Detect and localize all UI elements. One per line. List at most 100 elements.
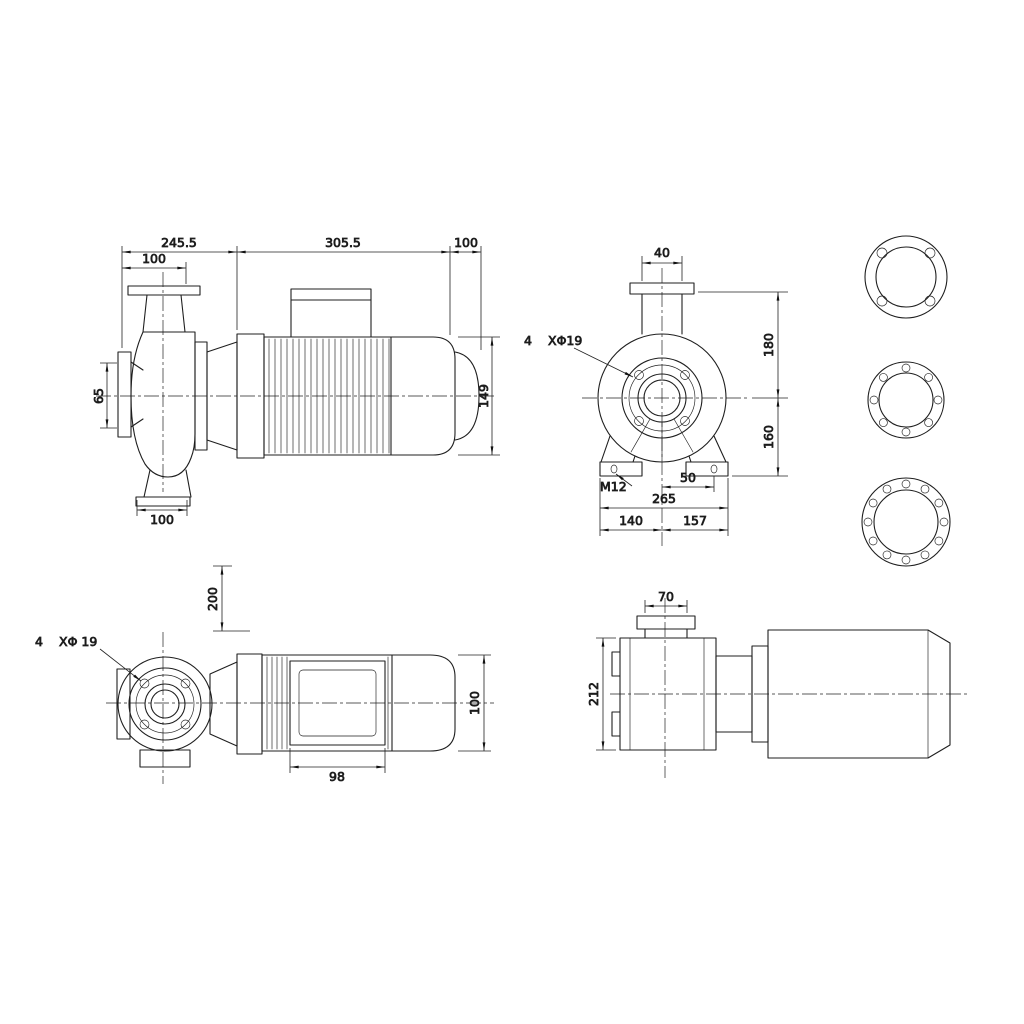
thread-label: M12 bbox=[600, 479, 627, 494]
dim-rear-clearance: 100 bbox=[450, 235, 482, 350]
counterflange-views bbox=[861, 235, 951, 567]
flange-tabs bbox=[611, 651, 621, 737]
cooling-fins bbox=[266, 656, 389, 750]
foot-legs bbox=[600, 435, 727, 463]
foot-thread-callout: M12 bbox=[600, 473, 633, 494]
dim-label: 212 bbox=[586, 682, 601, 706]
bolt-hole bbox=[680, 416, 690, 426]
bolt-hole-callout: 4 XΦ 19 bbox=[35, 634, 142, 682]
dim-label: 160 bbox=[761, 425, 776, 449]
dim-label: 100 bbox=[150, 512, 174, 527]
suction-flange bbox=[117, 351, 132, 438]
callout-size: XΦ19 bbox=[548, 333, 582, 348]
discharge-flange bbox=[629, 282, 695, 295]
foot-legs bbox=[143, 469, 192, 498]
dim-discharge-bore: 40 bbox=[641, 245, 683, 281]
callout-qty: 4 bbox=[524, 333, 532, 348]
pump-outline bbox=[116, 653, 456, 768]
flange-12-hole bbox=[861, 477, 951, 567]
motor-stator bbox=[261, 654, 393, 752]
casing-faces bbox=[629, 637, 705, 751]
bolt-hole bbox=[634, 416, 644, 426]
cooling-fins bbox=[268, 338, 390, 454]
dim-suction-bore: 65 bbox=[91, 362, 117, 429]
foot-slot-right bbox=[710, 464, 718, 474]
volute-casing bbox=[619, 637, 717, 751]
dim-foot-length: 100 bbox=[136, 500, 188, 527]
terminal-box bbox=[289, 660, 386, 746]
bolt-hole bbox=[180, 678, 191, 689]
bolt-hole-callout: 4 XΦ19 bbox=[524, 333, 634, 378]
plan-view: 70 212 bbox=[586, 589, 968, 778]
suction-neck bbox=[644, 628, 688, 639]
foot-pad-left bbox=[599, 461, 643, 477]
dim-vertical-offset: 200 bbox=[205, 565, 250, 632]
bolt-hole bbox=[680, 370, 690, 380]
pump-outline bbox=[117, 285, 480, 507]
top-view: 200 4 XΦ 19 98 100 bbox=[35, 565, 494, 784]
bore-inner bbox=[150, 689, 180, 719]
dim-motor-height: 149 bbox=[458, 336, 500, 456]
dim-label: 140 bbox=[619, 513, 643, 528]
fan-cover bbox=[390, 336, 456, 456]
dim-above-centerline: 180 bbox=[698, 291, 788, 399]
bore-inner bbox=[643, 379, 681, 417]
bolt-hole bbox=[139, 678, 150, 689]
discharge-flange-od bbox=[128, 667, 202, 741]
discharge-neck bbox=[142, 294, 186, 333]
casing-ribs bbox=[630, 418, 694, 461]
dim-label: 40 bbox=[654, 245, 670, 260]
flange-8-hole bbox=[867, 361, 945, 439]
dim-label: 180 bbox=[761, 333, 776, 357]
dim-label: 265 bbox=[652, 491, 676, 506]
bolt-hole bbox=[180, 719, 191, 730]
dim-label: 100 bbox=[467, 691, 482, 715]
volute-outer bbox=[117, 656, 213, 752]
suction-flange bbox=[636, 615, 696, 630]
end-view: 40 4 XΦ19 180 160 M12 50 bbox=[524, 245, 788, 546]
motor-flange bbox=[236, 653, 263, 755]
fan-cowl bbox=[454, 351, 480, 441]
casing-outline bbox=[597, 282, 729, 477]
dim-overall-width: 212 bbox=[586, 637, 616, 751]
dim-foot-right: 157 bbox=[662, 513, 728, 532]
terminal-box bbox=[290, 288, 372, 338]
lantern-bracket bbox=[209, 661, 238, 747]
dim-foot-left: 140 bbox=[600, 513, 662, 532]
dim-label: 100 bbox=[142, 251, 166, 266]
dim-label: 200 bbox=[205, 587, 220, 611]
foot-pad bbox=[135, 496, 191, 507]
dim-label: 305.5 bbox=[325, 235, 361, 250]
dim-label: 70 bbox=[658, 589, 674, 604]
callout-size: XΦ 19 bbox=[59, 634, 97, 649]
discharge-flange bbox=[127, 285, 201, 296]
dim-suction-bore: 70 bbox=[644, 589, 688, 613]
bolt-hole bbox=[634, 370, 644, 380]
dim-flange-offset: 100 bbox=[122, 251, 187, 284]
bore-outer bbox=[144, 683, 186, 725]
dim-label: 245.5 bbox=[161, 235, 197, 250]
volute-outer bbox=[597, 333, 727, 463]
dim-motor-length: 305.5 bbox=[237, 235, 451, 335]
terminal-box-lid bbox=[298, 669, 377, 737]
dim-foot-overall: 265 bbox=[599, 478, 729, 536]
foot-pad bbox=[139, 749, 191, 768]
dim-label: 65 bbox=[91, 388, 106, 404]
dim-label: 50 bbox=[680, 470, 696, 485]
suction-cone bbox=[130, 361, 144, 428]
dim-bolt-offset: 50 bbox=[662, 470, 715, 492]
flange-4-hole bbox=[864, 235, 948, 319]
dim-pump-length: 245.5 bbox=[121, 235, 238, 348]
dim-below-centerline: 160 bbox=[732, 398, 788, 477]
foot-pad-right bbox=[685, 461, 729, 477]
foot-slot-left bbox=[610, 464, 618, 474]
pump-outline bbox=[611, 615, 951, 759]
fan-cover bbox=[391, 654, 456, 752]
suction-flange bbox=[116, 668, 131, 740]
callout-qty: 4 bbox=[35, 634, 43, 649]
dim-label: 157 bbox=[683, 513, 707, 528]
bolt-hole bbox=[139, 719, 150, 730]
dim-label: 149 bbox=[476, 384, 491, 408]
